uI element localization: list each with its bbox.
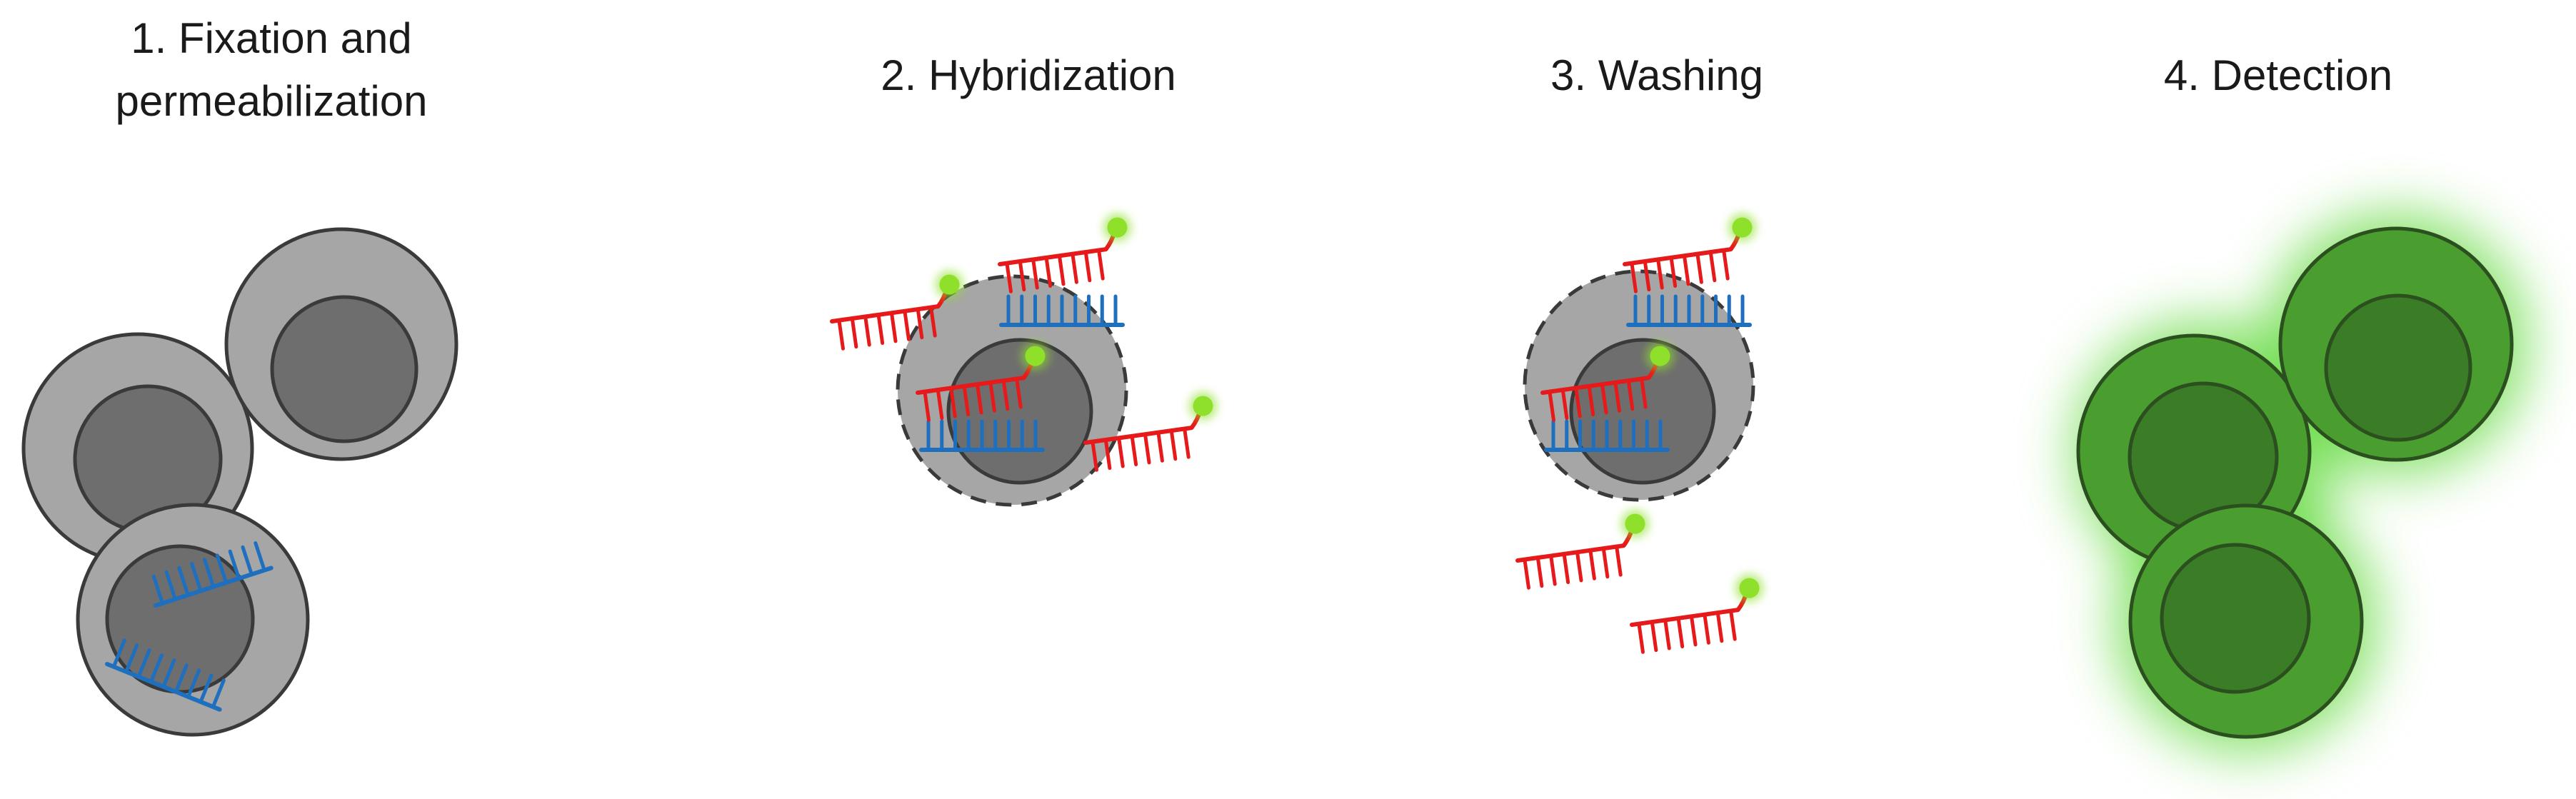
step-3-title: 3. Washing: [1443, 44, 1871, 107]
step-4-title: 4. Detection: [1985, 44, 2571, 107]
step-1-title-line-2: permeabilization: [115, 77, 428, 125]
target-rna-2: [105, 638, 226, 712]
step-1-title-line-1: 1. Fixation and: [131, 14, 412, 62]
probe-washed-1: [1515, 509, 1650, 590]
cell-2: [224, 227, 458, 461]
detected-cell-3: [2128, 503, 2364, 739]
probe-washed-2: [1630, 573, 1764, 654]
step-2-title-line-1: 2. Hybridization: [881, 51, 1176, 99]
target-rna-6: [1544, 419, 1670, 452]
step-4-detection: [2073, 212, 2528, 753]
step-1-cells: [21, 227, 458, 737]
target-rna-4: [919, 419, 1045, 452]
step-3-washing: [1515, 213, 1764, 654]
probe-3: [916, 341, 1050, 422]
step-2-title: 2. Hybridization: [757, 44, 1300, 107]
probe-1: [830, 270, 964, 351]
washed-cell: [1523, 269, 1755, 502]
step-4-title-line-1: 4. Detection: [2163, 51, 2393, 99]
probe-4: [1083, 391, 1218, 472]
probe-5: [1623, 213, 1757, 293]
step-2-hybridization: [830, 213, 1218, 507]
probe-2: [998, 213, 1132, 293]
detected-cell-2: [2278, 226, 2514, 462]
target-rna-3: [999, 294, 1125, 327]
target-rna-1: [151, 541, 274, 608]
step-3-title-line-1: 3. Washing: [1550, 51, 1763, 99]
target-rna-5: [1626, 294, 1752, 327]
probe-6: [1540, 341, 1675, 422]
step-1-title: 1. Fixation and permeabilization: [36, 7, 507, 133]
